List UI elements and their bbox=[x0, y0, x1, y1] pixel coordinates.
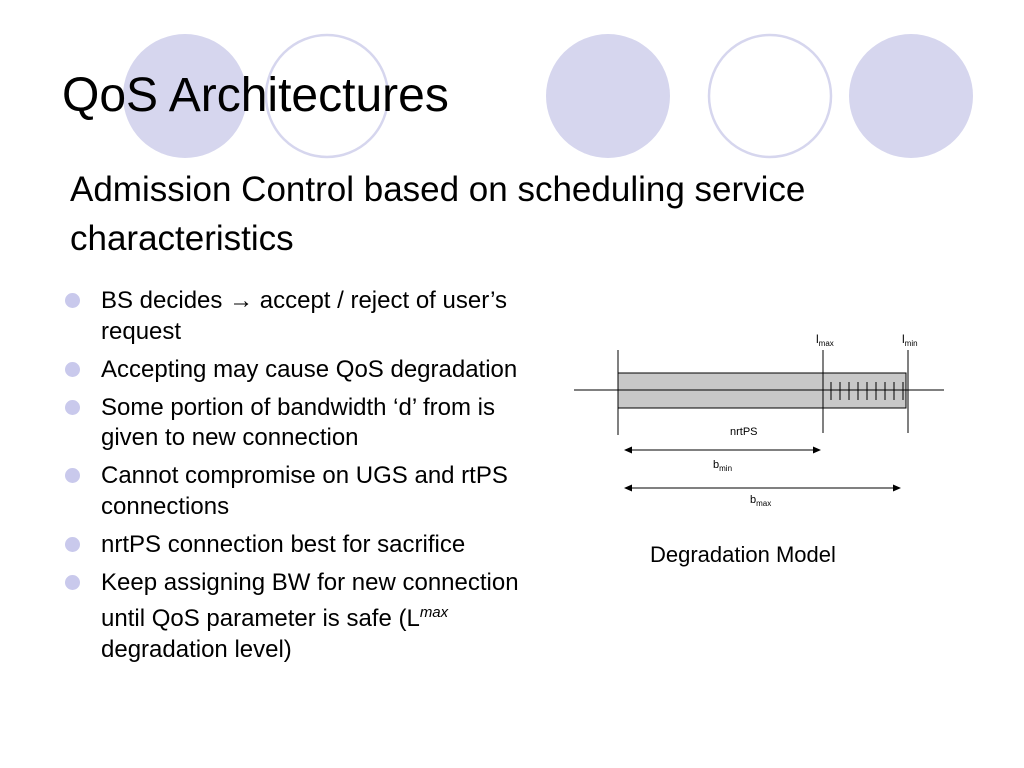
l-max-label: lmax bbox=[816, 332, 834, 348]
bullet-dot-icon bbox=[65, 399, 80, 415]
b-max-label: bmax bbox=[750, 494, 771, 508]
bullet-item: Cannot compromise on UGS and rtPS connec… bbox=[65, 461, 555, 522]
bullet-text: Cannot compromise on UGS and rtPS connec… bbox=[101, 462, 508, 520]
degradation-ticks bbox=[830, 382, 904, 400]
bullet-item: Some portion of bandwidth ‘d’ from is gi… bbox=[65, 393, 555, 454]
degradation-model-diagram: lmax lmin nrtPS bmin bmax bbox=[574, 332, 944, 508]
bullet-item: Accepting may cause QoS degradation bbox=[65, 355, 555, 386]
bullet-dot-icon bbox=[65, 536, 80, 552]
bullet-dot-icon bbox=[65, 361, 80, 377]
bullet-text: degradation level) bbox=[101, 635, 292, 663]
header-decoration bbox=[123, 33, 973, 159]
bullet-list: BS decides → accept / reject of user’s r… bbox=[65, 286, 555, 673]
bullet-text: Some portion of bandwidth ‘d’ from is gi… bbox=[101, 393, 495, 452]
decor-circle-filled bbox=[123, 34, 247, 158]
nrtps-label: nrtPS bbox=[730, 426, 758, 438]
bullet-text: Accepting may cause QoS degradation bbox=[101, 355, 518, 383]
decor-circle-filled bbox=[546, 34, 670, 158]
b-min-label: bmin bbox=[713, 459, 732, 473]
bullet-item: nrtPS connection best for sacrifice bbox=[65, 530, 555, 561]
decor-circle-outline bbox=[707, 33, 833, 159]
bullet-dot-icon bbox=[65, 468, 80, 483]
bullet-item: BS decides → accept / reject of user’s r… bbox=[65, 286, 555, 347]
right-arrow-icon: → bbox=[229, 287, 254, 314]
decor-circle-outline bbox=[264, 33, 390, 159]
bullet-text: Keep assigning BW for new connection unt… bbox=[101, 568, 519, 633]
bullet-text: nrtPS connection best for sacrifice bbox=[101, 530, 466, 558]
bullet-text: accept / reject of user’s request bbox=[101, 287, 507, 345]
bullet-text: BS decides bbox=[101, 287, 230, 314]
slide-title: QoS Architectures bbox=[62, 69, 449, 122]
superscript-max: max bbox=[419, 604, 449, 621]
bullet-dot-icon bbox=[65, 574, 80, 590]
diagram-caption: Degradation Model bbox=[650, 542, 836, 567]
decor-circle-filled bbox=[849, 34, 973, 158]
bullet-dot-icon bbox=[65, 293, 80, 308]
l-min-label: lmin bbox=[902, 332, 918, 348]
bullet-item: Keep assigning BW for new connection unt… bbox=[65, 568, 555, 666]
slide-subtitle: Admission Control based on scheduling se… bbox=[70, 170, 806, 258]
